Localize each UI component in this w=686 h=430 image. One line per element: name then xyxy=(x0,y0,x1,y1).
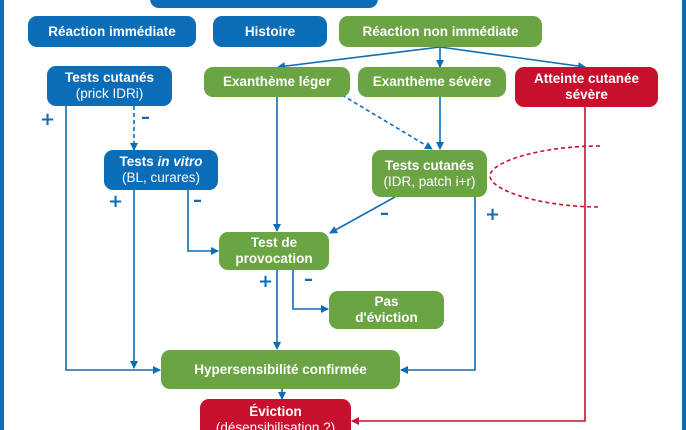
tests-cutanes-1-title: Tests cutanés xyxy=(64,70,155,85)
minus-sign-tc2: – xyxy=(380,203,389,224)
edge-rni-to-exl xyxy=(277,46,441,71)
test-provocation-line2: provocation xyxy=(235,251,313,266)
minus-sign-vitro: – xyxy=(193,190,202,211)
minus-sign-test: – xyxy=(304,269,313,290)
node-reaction-immediate: Réaction immédiate xyxy=(28,16,196,47)
pas-eviction-line1: Pas xyxy=(374,294,399,309)
plus-sign-vitro: + xyxy=(108,191,124,212)
reaction-immediate-label: Réaction immédiate xyxy=(48,23,176,39)
tests-in-vitro-title-main: Tests xyxy=(119,154,158,169)
node-tests-cutanes-1: Tests cutanés (prick IDRi) xyxy=(47,66,172,106)
edge-tc2-to-test xyxy=(329,196,396,234)
node-test-provocation: Test de provocation xyxy=(219,232,329,270)
histoire-label: Histoire xyxy=(244,23,296,39)
edge-tc2-to-acs-dashed xyxy=(489,145,601,208)
edge-acs-to-eviction xyxy=(351,106,586,425)
tests-in-vitro-sub: (BL, curares) xyxy=(121,170,201,185)
tests-in-vitro-title: Tests in vitro xyxy=(119,154,202,170)
edge-rni-to-acs xyxy=(439,46,586,71)
edge-vitro-to-test xyxy=(187,190,219,255)
edge-exl-to-tc2 xyxy=(341,94,433,150)
plus-sign-test: + xyxy=(258,271,274,292)
node-tests-in-vitro: Tests in vitro (BL, curares) xyxy=(104,150,218,190)
top-bar xyxy=(150,0,378,8)
plus-sign-tc1: + xyxy=(40,109,56,130)
node-histoire: Histoire xyxy=(213,16,327,47)
tests-in-vitro-title-italic: in vitro xyxy=(157,154,203,169)
node-exantheme-leger: Exanthème léger xyxy=(204,67,350,97)
exantheme-leger-label: Exanthème léger xyxy=(222,74,332,89)
test-provocation-line1: Test de xyxy=(250,235,298,250)
node-atteinte-cutanee: Atteinte cutanée sévère xyxy=(515,67,658,107)
reaction-non-immediate-label: Réaction non immédiate xyxy=(362,23,519,39)
atteinte-cutanee-line2: sévère xyxy=(565,87,608,102)
eviction-line1: Éviction xyxy=(249,404,302,419)
node-eviction: Éviction (désensibilisation ?) xyxy=(200,399,351,430)
exantheme-severe-label: Exanthème sévère xyxy=(372,74,492,89)
node-pas-eviction: Pas d'éviction xyxy=(329,291,444,329)
node-hypersensibilite: Hypersensibilité confirmée xyxy=(161,350,400,389)
tests-cutanes-2-title: Tests cutanés xyxy=(384,157,475,173)
node-exantheme-severe: Exanthème sévère xyxy=(358,67,506,97)
tests-cutanes-1-sub: (prick IDRi) xyxy=(75,86,144,101)
eviction-line2: (désensibilisation ?) xyxy=(215,420,336,430)
node-reaction-non-immediate: Réaction non immédiate xyxy=(339,16,542,47)
node-tests-cutanes-2: Tests cutanés (IDR, patch i+r) xyxy=(372,150,487,197)
edge-test-to-pas xyxy=(292,270,329,313)
edge-tc1-to-hyper xyxy=(65,106,161,374)
hypersensibilite-label: Hypersensibilité confirmée xyxy=(194,361,367,377)
edge-tc2-to-hyper xyxy=(400,197,476,374)
pas-eviction-line2: d'éviction xyxy=(355,310,418,325)
plus-sign-tc2: + xyxy=(485,204,501,225)
tests-cutanes-2-sub: (IDR, patch i+r) xyxy=(383,173,476,189)
atteinte-cutanee-line1: Atteinte cutanée xyxy=(533,71,640,86)
minus-sign-tc1: – xyxy=(141,107,150,128)
